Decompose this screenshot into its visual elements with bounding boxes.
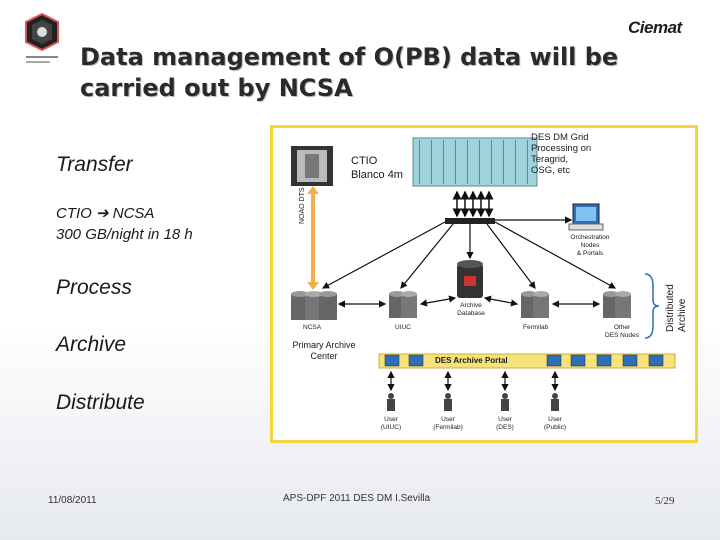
ctio-label: CTIO Blanco 4m xyxy=(351,154,403,182)
primary-archive-label: Primary Archive Center xyxy=(279,340,369,362)
user-des-label: User (DES) xyxy=(491,416,519,432)
des-dm-diagram: CTIO Blanco 4m NOAO DTS DES DM Grid Proc… xyxy=(270,125,698,443)
transfer-detail: CTIO ➔ NCSA 300 GB/night in 18 h xyxy=(56,203,193,245)
distributed-archive-label-line1: Distributed xyxy=(665,284,676,332)
orchestration-label-line1: Orchestration xyxy=(570,234,610,241)
switch-links xyxy=(321,216,617,289)
orchestration-computer-icon xyxy=(568,203,604,231)
user-public-line1: User xyxy=(548,416,562,423)
portal-computers-icon xyxy=(384,354,664,367)
des-archive-portal-label: DES Archive Portal xyxy=(435,356,508,365)
archive-links xyxy=(337,295,601,308)
user-uiuc-line2: (UIUC) xyxy=(380,424,402,431)
user-figures-icon xyxy=(387,393,559,411)
ctio-label-line2: Blanco 4m xyxy=(351,169,403,181)
user-public-label: User (Public) xyxy=(539,416,571,432)
des-logo-icon xyxy=(25,12,59,63)
archive-database-label-line1: Archive xyxy=(460,302,482,309)
fermilab-label: Fermilab xyxy=(523,324,549,331)
compute-rack-icon xyxy=(412,137,538,187)
server-stack-uiuc-icon xyxy=(389,291,417,318)
ciemat-logo: Ciemat xyxy=(628,18,682,37)
process-label: Process xyxy=(56,276,132,299)
uiuc-label: UIUC xyxy=(395,324,411,331)
user-fermilab-line2: (Fermilab) xyxy=(433,424,463,431)
user-uiuc-label: User (UIUC) xyxy=(377,416,405,432)
archive-database-label: Archive Database xyxy=(451,302,491,318)
user-fermilab-label: User (Fermilab) xyxy=(430,416,466,432)
user-des-line2: (DES) xyxy=(496,424,514,431)
ncsa-label: NCSA xyxy=(303,324,322,331)
grid-label-line1: DES DM Grid xyxy=(531,132,589,143)
grid-label-line2: Processing on xyxy=(531,143,592,154)
user-uiuc-line1: User xyxy=(384,416,398,423)
footer-event: APS-DPF 2011 DES DM I.Sevilla xyxy=(283,493,431,504)
user-public-line2: (Public) xyxy=(543,424,567,431)
noao-dts-label: NOAO DTS xyxy=(299,187,306,224)
slide-title: Data management of O(PB) data will be ca… xyxy=(80,43,619,102)
archive-label: Archive xyxy=(56,333,127,356)
archive-database-icon xyxy=(457,260,483,298)
user-des-line1: User xyxy=(498,416,512,423)
other-nodes-label-line2: DES Nodes xyxy=(605,332,639,339)
distribute-label: Distribute xyxy=(56,391,145,414)
diagram-drawing xyxy=(291,137,676,411)
orchestration-label-line3: & Portals xyxy=(576,250,604,257)
grid-label-line4: OSG, etc xyxy=(531,165,571,176)
other-nodes-label: Other DES Nodes xyxy=(599,324,645,340)
other-nodes-label-line1: Other xyxy=(613,324,631,331)
network-switch-icon xyxy=(445,218,495,224)
transfer-detail-line1: CTIO ➔ NCSA xyxy=(56,205,155,222)
server-stack-other-icon xyxy=(603,291,631,318)
ctio-label-line1: CTIO xyxy=(351,155,378,167)
grid-label: DES DM Grid Processing on Teragrid, OSG,… xyxy=(531,132,591,176)
grid-label-line3: Teragrid, xyxy=(531,154,568,165)
primary-archive-label-line1: Primary Archive xyxy=(292,340,356,350)
transfer-detail-line2: 300 GB/night in 18 h xyxy=(56,226,193,243)
distributed-archive-label-line2: Archive xyxy=(677,298,688,332)
orchestration-label: Orchestration Nodes & Portals xyxy=(565,234,615,258)
footer-page-number: 5/29 xyxy=(655,495,675,507)
user-fermilab-line1: User xyxy=(441,416,455,423)
orchestration-label-line2: Nodes xyxy=(580,242,600,249)
footer-date: 11/08/2011 xyxy=(48,495,97,506)
distributed-archive-bracket xyxy=(644,273,660,339)
grid-arrows xyxy=(452,190,494,218)
server-stack-fermilab-icon xyxy=(521,291,549,318)
portal-user-links xyxy=(387,370,559,392)
transfer-label: Transfer xyxy=(56,153,133,176)
primary-archive-label-line2: Center xyxy=(310,351,338,361)
archive-database-label-line2: Database xyxy=(457,310,485,317)
server-stack-ncsa-icon xyxy=(291,291,337,320)
distributed-archive-label: Distributed Archive xyxy=(665,284,689,332)
